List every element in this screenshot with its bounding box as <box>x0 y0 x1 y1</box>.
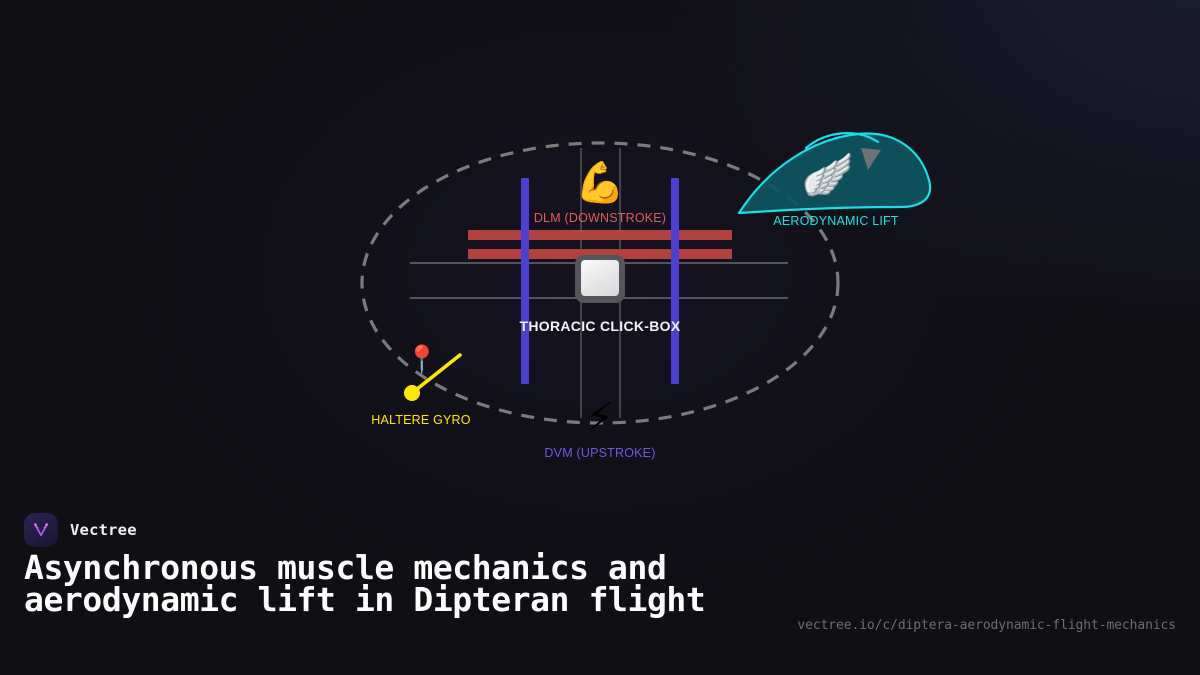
pushpin-icon: 📍 <box>405 344 439 376</box>
page-title: Asynchronous muscle mechanics and aerody… <box>24 548 706 619</box>
diagram-vectors <box>360 132 932 425</box>
wing-foil-shape <box>737 132 932 215</box>
haltere-arm <box>410 353 462 395</box>
lightning-bolt-icon: ⚡ <box>585 395 615 441</box>
body-outline-dashed-ellipse <box>360 141 840 425</box>
diagram-canvas: 💪 ⚡ 📍 🪽 DLM (DOWNSTROKE) THORACIC CLICK-… <box>360 132 932 460</box>
label-thoracic-click-box: THORACIC CLICK-BOX <box>519 318 681 334</box>
dvm-bar-left <box>521 178 529 384</box>
source-url: vectree.io/c/diptera-aerodynamic-flight-… <box>797 618 1176 633</box>
thoracic-click-box-square <box>575 255 625 303</box>
lift-arrowhead <box>861 148 881 170</box>
label-dvm: DVM (UPSTROKE) <box>544 446 656 460</box>
brand-name: Vectree <box>70 521 137 539</box>
dlm-bar-upper <box>468 230 732 240</box>
haltere-knob <box>404 385 420 401</box>
dlm-bar-lower <box>468 249 732 259</box>
label-dlm: DLM (DOWNSTROKE) <box>533 211 667 225</box>
brand-block: Vectree <box>24 513 137 547</box>
footer: Vectree Asynchronous muscle mechanics an… <box>0 490 1200 675</box>
wing-icon: 🪽 <box>801 150 855 199</box>
flexed-biceps-icon: 💪 <box>575 160 625 206</box>
label-haltere-gyro: HALTERE GYRO <box>371 413 471 427</box>
label-aerodynamic-lift: AERODYNAMIC LIFT <box>773 214 899 228</box>
vectree-logo-icon <box>24 513 58 547</box>
click-box-face <box>581 260 619 296</box>
dvm-bar-right <box>671 178 679 384</box>
lift-arc <box>804 132 880 150</box>
